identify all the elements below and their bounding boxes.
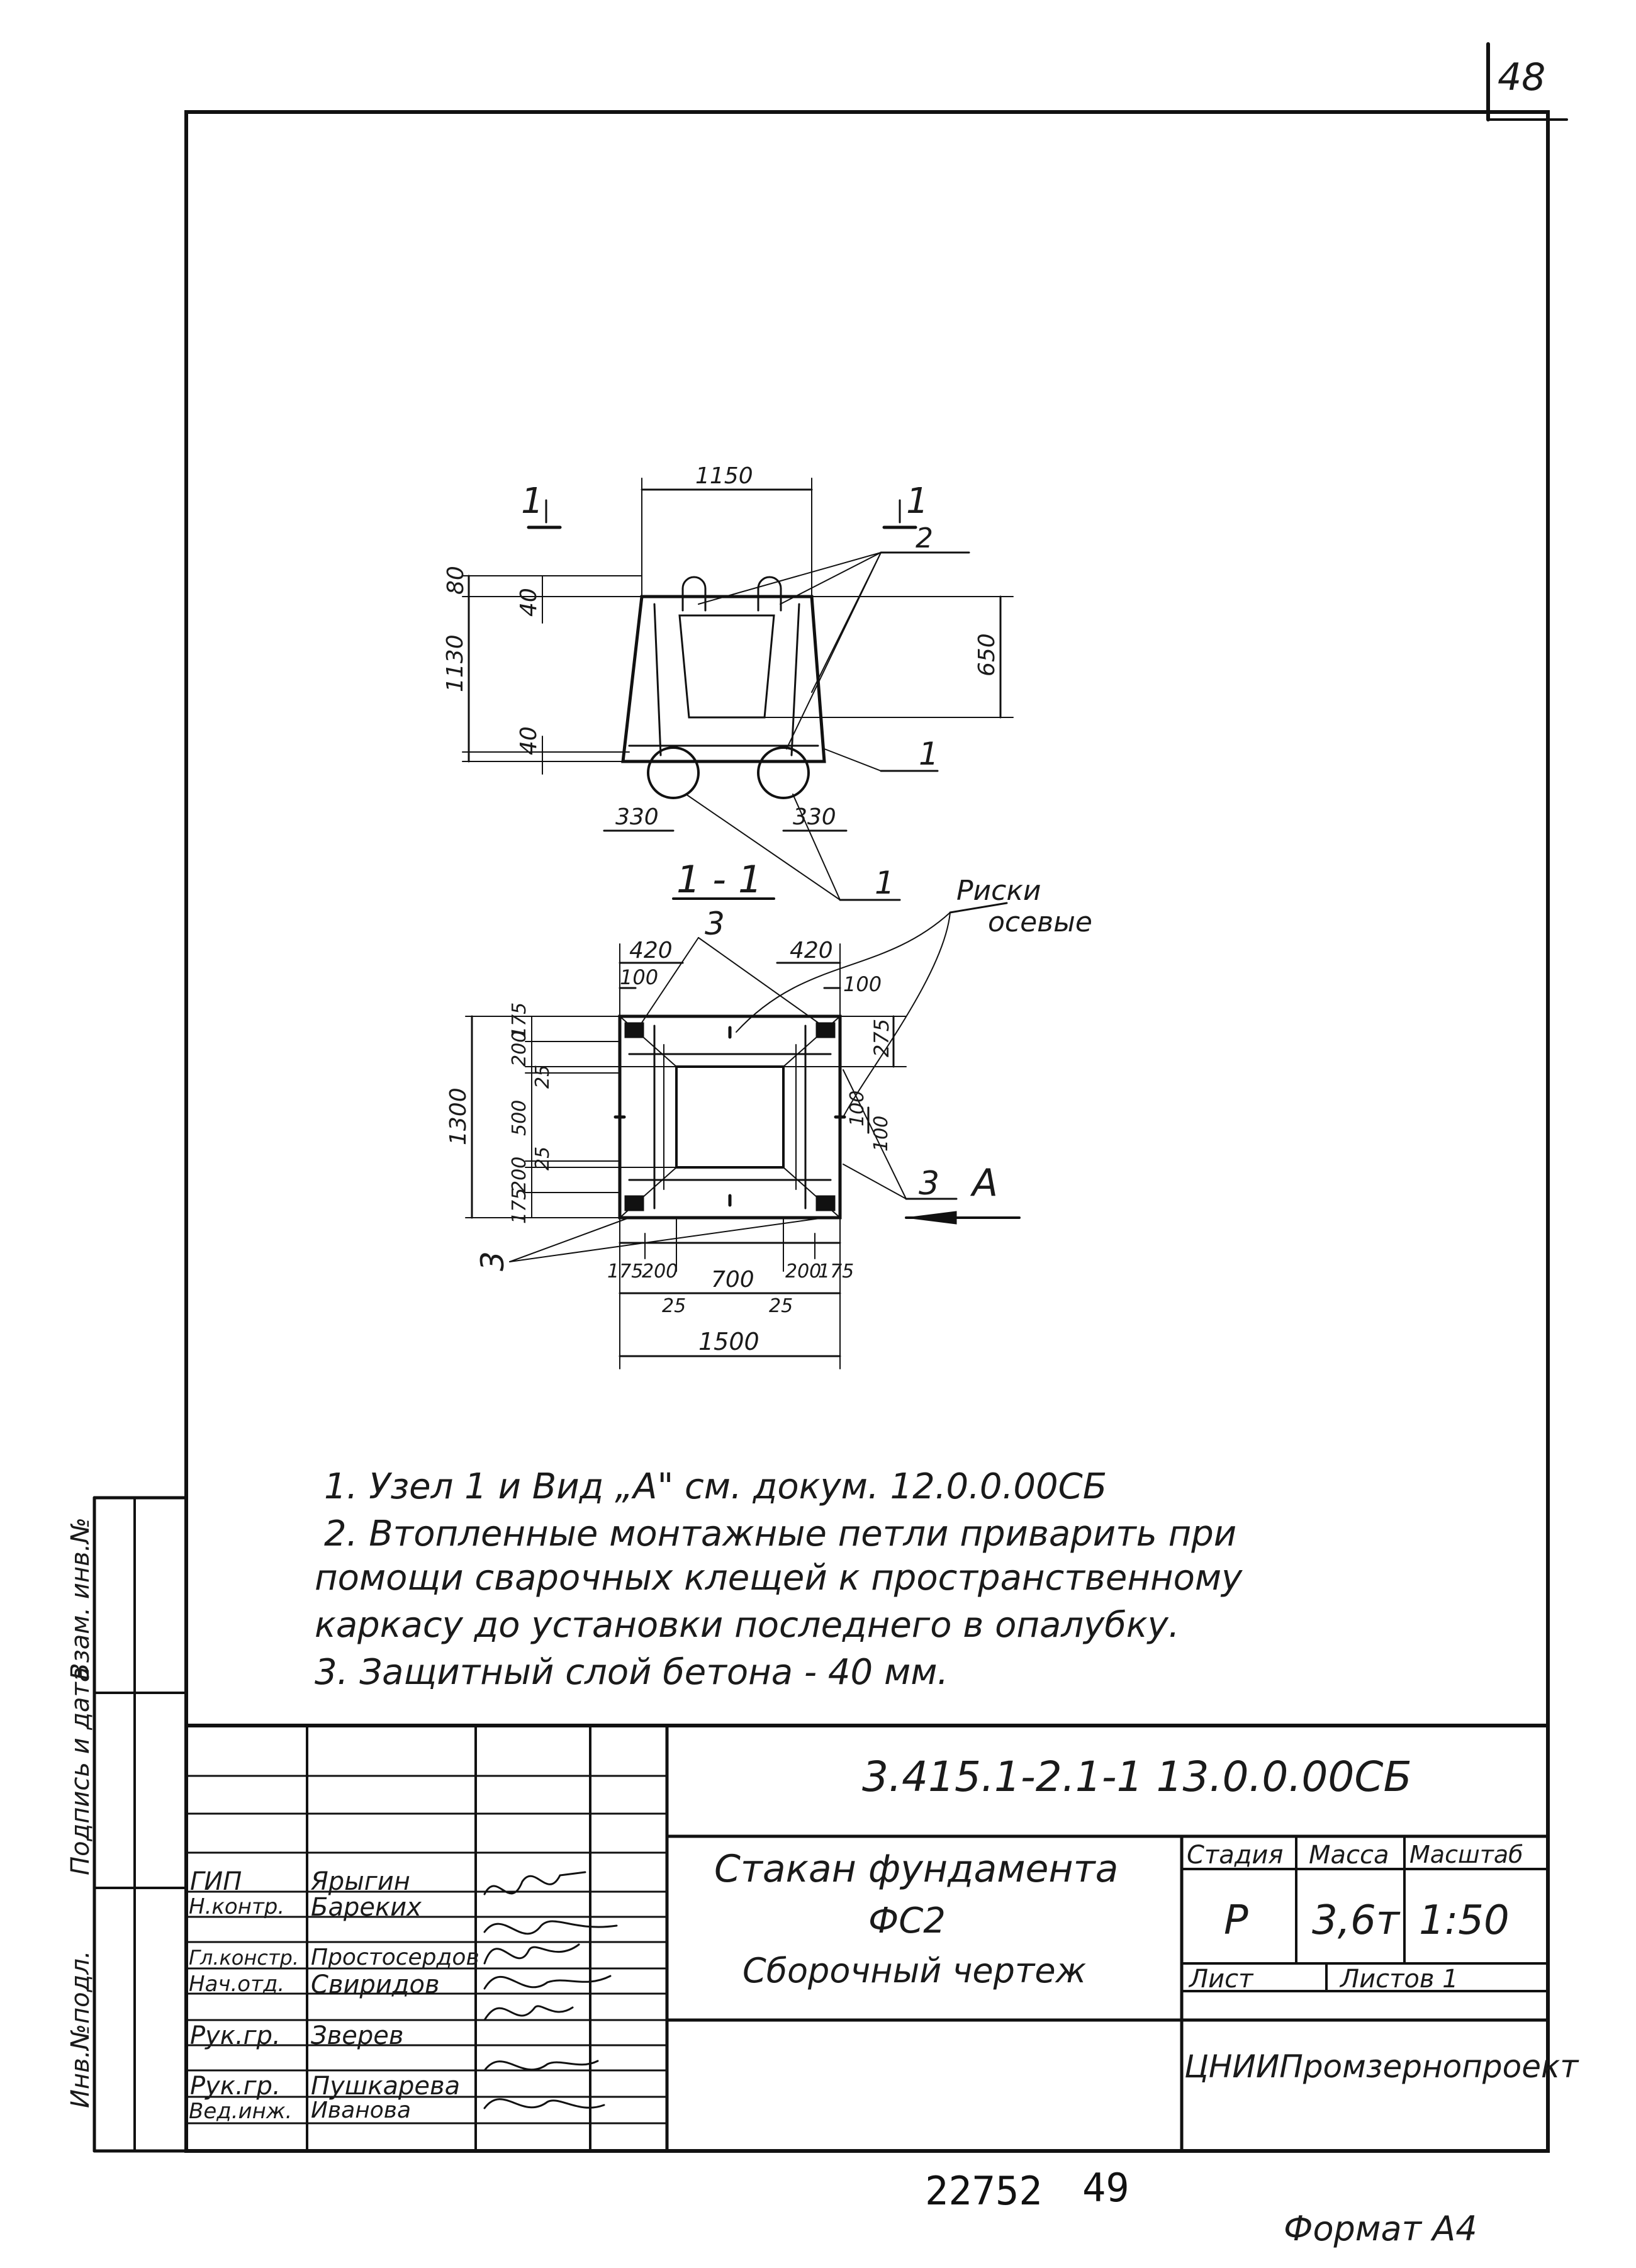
note-2-cont-2: каркасу до установки последнего в опалуб… <box>315 1605 1180 1646</box>
person-role: ГИП <box>190 1867 242 1896</box>
elev-dim-40-bottom: 40 <box>516 726 542 755</box>
plan-dim-left-175a: 175 <box>508 1002 530 1038</box>
plan-dim-bottom-700: 700 <box>711 1267 754 1293</box>
plan-dim-bottom-200a: 200 <box>642 1260 678 1283</box>
person-name: Бареких <box>311 1893 422 1922</box>
plan-dim-100-a: 100 <box>846 1091 868 1126</box>
person-name: Иванова <box>311 2097 412 2123</box>
person-role: Нач.отд. <box>189 1972 285 1997</box>
plan-dim-bottom-175b: 175 <box>818 1260 854 1283</box>
plan-label-3-top: 3 <box>705 906 725 942</box>
elev-dim-330-left: 330 <box>615 804 659 830</box>
plan-label-3-bottom: 3 <box>474 1251 511 1271</box>
scale-value: 1:50 <box>1419 1897 1510 1944</box>
elev-dim-330-right: 330 <box>793 804 836 830</box>
plan-dim-left-25a: 25 <box>532 1065 554 1089</box>
person-role: Вед.инж. <box>189 2099 293 2124</box>
plan-dim-left-200a: 200 <box>508 1031 530 1067</box>
plan-risks-2: осевые <box>988 906 1092 938</box>
elev-dim-1150: 1150 <box>695 463 753 489</box>
elev-dim-40-top: 40 <box>516 588 542 617</box>
drawing-name-line2: ФС2 <box>868 1900 946 1941</box>
stamp-sign-date: Подпись и дата <box>66 1666 95 1875</box>
bottom-number: 22752 <box>925 2168 1043 2214</box>
plan-dim-bottom-175a: 175 <box>607 1260 643 1283</box>
elev-dim-650: 650 <box>974 633 1000 676</box>
plan-dim-bottom-200b: 200 <box>785 1260 821 1283</box>
person-name: Простосердов <box>311 1945 479 1970</box>
plan-dim-left-175b: 175 <box>508 1188 530 1224</box>
elev-callout-1-right: 1 <box>919 736 939 772</box>
person-role: Н.контр. <box>189 1894 285 1919</box>
person-name: Зверев <box>311 2021 404 2050</box>
stamp-inv-orig: Инв.№подл. <box>66 1950 95 2108</box>
scale-label: Масштаб <box>1409 1841 1523 1868</box>
note-2: 2. Втопленные монтажные петли приварить … <box>324 1513 1237 1554</box>
person-role: Рук.гр. <box>190 2072 281 2101</box>
plan-dim-25-a: 25 <box>662 1295 686 1317</box>
organization: ЦНИИПромзернопроект <box>1184 2048 1579 2085</box>
note-2-cont-1: помощи сварочных клещей к пространственн… <box>315 1558 1243 1598</box>
plan-dim-100-b: 100 <box>870 1116 892 1152</box>
plan-label-3-right: 3 <box>919 1165 939 1203</box>
plan-dim-left-200b: 200 <box>508 1157 530 1193</box>
mass-value: 3,6т <box>1312 1897 1400 1944</box>
plan-title: 1 - 1 <box>676 858 762 902</box>
elev-callout-1-bottom: 1 <box>875 865 895 901</box>
stamp-inv-replace: Взам. инв.№ <box>66 1517 95 1680</box>
format-label: Формат А4 <box>1284 2209 1477 2248</box>
note-1: 1. Узел 1 и Вид „А" см. докум. 12.0.0.00… <box>324 1466 1107 1507</box>
plan-dim-420-right: 420 <box>790 938 833 963</box>
elev-callout-2: 2 <box>916 522 933 554</box>
drawing-name-line3: Сборочный чертеж <box>742 1951 1087 1990</box>
plan-dim-1500: 1500 <box>698 1328 759 1356</box>
bottom-number-2: 49 <box>1082 2165 1129 2211</box>
plan-dim-1300: 1300 <box>445 1087 471 1145</box>
person-role: Рук.гр. <box>190 2021 281 2050</box>
plan-dim-100-left: 100 <box>620 965 658 989</box>
stage-label: Стадия <box>1187 1841 1284 1870</box>
person-name: Свиридов <box>311 1970 440 1999</box>
doc-code: 3.415.1-2.1-1 13.0.0.00СБ <box>862 1753 1412 1801</box>
plan-risks-1: Риски <box>956 875 1041 907</box>
note-3: 3. Защитный слой бетона - 40 мм. <box>315 1652 949 1693</box>
mass-label: Масса <box>1309 1841 1389 1870</box>
plan-dim-275: 275 <box>870 1019 894 1057</box>
elev-dim-1130: 1130 <box>442 634 468 692</box>
stage-value: Р <box>1224 1897 1248 1944</box>
plan-dim-left-25b: 25 <box>532 1147 554 1170</box>
person-name: Пушкарева <box>311 2072 461 2101</box>
elev-section-right: 1 <box>906 481 929 522</box>
page-number: 48 <box>1498 55 1546 99</box>
person-name: Ярыгин <box>311 1867 410 1896</box>
plan-dim-420-left: 420 <box>629 938 673 963</box>
plan-view-a: А <box>970 1161 998 1205</box>
elev-section-left: 1 <box>521 481 544 522</box>
drawing-name-line1: Стакан фундамента <box>714 1847 1119 1891</box>
person-role: Гл.констр. <box>189 1946 299 1970</box>
plan-dim-left-500: 500 <box>508 1100 530 1136</box>
plan-dim-25-b: 25 <box>769 1295 793 1317</box>
elev-dim-80: 80 <box>443 566 469 595</box>
sheets-label: Листов 1 <box>1340 1965 1459 1994</box>
sheet-label: Лист <box>1189 1965 1253 1994</box>
plan-dim-100-right: 100 <box>843 972 882 996</box>
